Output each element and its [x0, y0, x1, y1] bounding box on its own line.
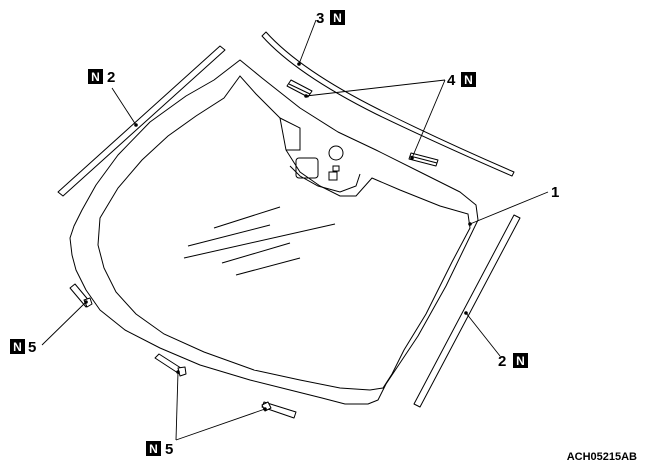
callout-4: 4 N: [447, 72, 476, 89]
right-side-molding: [413, 214, 521, 408]
callout-5-left: N 5: [10, 339, 36, 356]
upper-spacer-left: [286, 79, 313, 98]
callout-2-left-number: 2: [107, 69, 115, 86]
callout-5-bottom-badge-box: [146, 441, 161, 456]
callout-2-right-badge-box: [513, 353, 528, 368]
upper-molding: [261, 31, 515, 177]
callout-5-left-number: 5: [28, 339, 36, 356]
callout-3-number: 3: [316, 10, 324, 27]
callout-2-right-number: 2: [498, 353, 506, 370]
callout-4-number: 4: [447, 72, 456, 89]
figure-code: ACH05215AB: [567, 451, 637, 463]
callout-5-left-badge-box: [10, 339, 25, 354]
callout-4-badge-box: [461, 72, 476, 87]
callout-4-badge: N: [464, 73, 473, 87]
callout-2-left-badge-box: [88, 69, 103, 84]
callout-2-left: N 2: [88, 69, 115, 86]
lower-fastener-center: [154, 353, 187, 377]
callout-5-bottom: N 5: [146, 441, 173, 458]
callout-5-bottom-badge: N: [149, 442, 158, 456]
left-side-molding: [57, 45, 226, 197]
callout-1-number: 1: [551, 184, 559, 201]
upper-spacer-right: [408, 152, 439, 167]
callout-2-right: 2 N: [498, 353, 528, 370]
callout-5-bottom-number: 5: [165, 441, 173, 458]
callout-2-left-badge: N: [91, 70, 100, 84]
lower-fastener-right: [261, 401, 297, 419]
callout-3-badge-box: [330, 10, 345, 25]
callout-3: 3 N: [316, 10, 345, 27]
windshield-glass: [69, 59, 479, 405]
leader-lines: [41, 19, 549, 441]
callout-2-right-badge: N: [516, 354, 525, 368]
callout-5-left-badge: N: [13, 340, 22, 354]
callout-3-badge: N: [333, 11, 342, 25]
